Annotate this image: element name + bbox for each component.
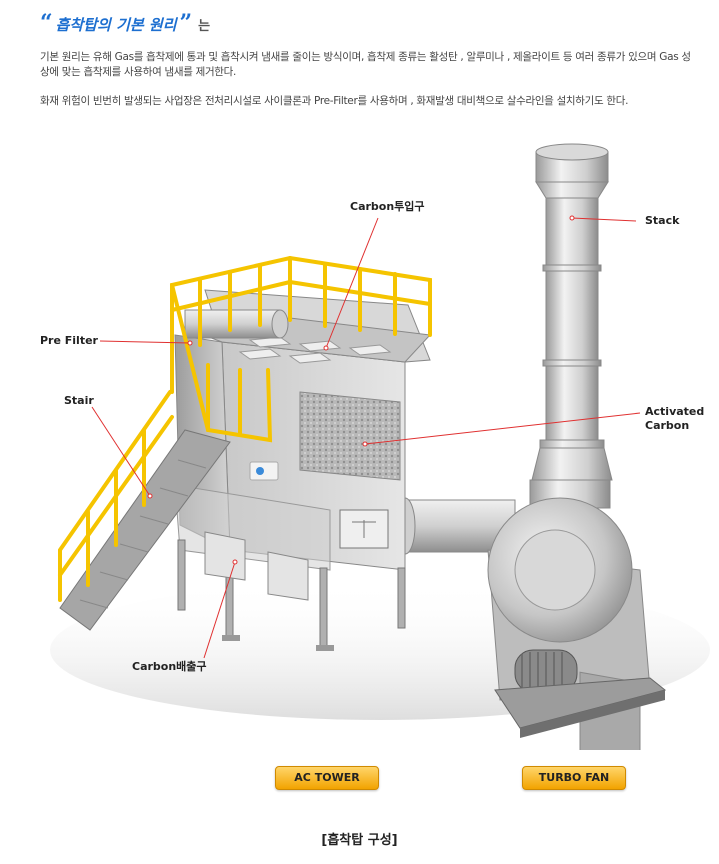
leader-pre-filter <box>99 340 191 344</box>
fire-safety-paragraph: 화재 위험이 빈번히 발생되는 사업장은 전처리시설로 사이클론과 Pre-Fi… <box>40 95 629 107</box>
turbo-fan-button[interactable]: TURBO FAN <box>522 766 626 790</box>
stack-chimney <box>529 143 613 509</box>
intro-paragraph: 기본 원리는 유해 Gas를 흡착제에 통과 및 흡착시켜 냄새를 줄이는 방식… <box>40 51 691 78</box>
open-quote: “ <box>40 10 53 36</box>
leader-carbon-output <box>203 561 236 659</box>
close-quote: ” <box>179 10 193 36</box>
carbon-discharge-hoppers <box>204 531 309 601</box>
label-activated-carbon-line2: Carbon <box>645 419 690 432</box>
heading-suffix: 는 <box>198 19 211 34</box>
leader-activated-carbon <box>364 412 641 445</box>
label-carbon-input: Carbon투입구 <box>350 200 425 213</box>
label-stack: Stack <box>645 214 680 227</box>
label-carbon-output: Carbon배출구 <box>132 660 207 673</box>
ac-tower-body <box>174 289 432 651</box>
leader-stair <box>91 406 151 497</box>
leader-carbon-input <box>325 217 379 349</box>
leader-stack <box>571 217 637 222</box>
label-stair: Stair <box>64 394 94 407</box>
ac-tower-button[interactable]: AC TOWER <box>275 766 379 790</box>
safety-railings <box>58 255 432 602</box>
section-heading: “ 흡착탑의 기본 원리 ” 는 <box>40 12 210 38</box>
turbo-fan <box>487 497 667 750</box>
leader-lines <box>91 217 641 659</box>
label-pre-filter: Pre Filter <box>40 334 98 347</box>
adsorption-tower-illustration <box>50 143 710 750</box>
activated-carbon-bed <box>299 391 401 481</box>
label-activated-carbon-line1: Activated <box>645 405 705 418</box>
leader-dots <box>147 215 575 565</box>
heading-title: 흡착탑의 기본 원리 <box>55 16 177 34</box>
figure-caption: [흡착탑 구성] <box>321 833 398 848</box>
